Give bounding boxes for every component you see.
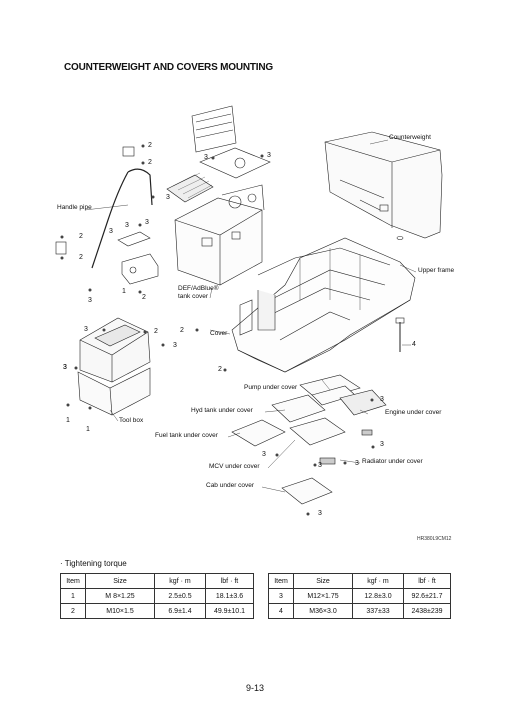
exploded-view-diagram [55,105,443,516]
item-number: 3 [267,152,271,159]
item-number: 3 [88,297,92,304]
callout-cover: Cover [210,330,228,337]
column-header: lbf · ft [403,573,451,589]
item-number: 3 [63,364,67,371]
column-header: Size [85,573,155,589]
item-number: 1 [86,426,90,433]
table-header-row: Item Size kgf · m lbf · ft [60,573,254,589]
table-cell: 337±33 [352,603,404,619]
page-title: COUNTERWEIGHT AND COVERS MOUNTING [64,62,273,73]
callout-mcv-under-cover: MCV under cover [209,463,260,470]
table-cell: 12.8±3.0 [352,588,404,604]
item-number: 2 [142,294,146,301]
table-cell: 6.9±1.4 [154,603,206,619]
callout-handle-pipe: Handle pipe [57,204,92,211]
table-cell: 4 [268,603,294,619]
callout-tool-box: Tool box [119,417,144,424]
callout-engine-under-cover: Engine under cover [385,409,442,416]
table-cell: M36×3.0 [293,603,353,619]
item-number: 2 [79,254,83,261]
item-number: 3 [109,228,113,235]
table-cell: 2.5±0.5 [154,588,206,604]
torque-heading: · Tightening torque [60,559,127,568]
item-number: 4 [412,341,416,348]
table-cell: 2 [60,603,86,619]
column-header: Item [60,573,86,589]
table-cell: 2438±239 [403,603,451,619]
column-header: Item [268,573,294,589]
table-cell: M12×1.75 [293,588,353,604]
callout-fuel-tank-under-cover: Fuel tank under cover [155,432,218,439]
leader-lines [84,139,417,493]
item-number: 3 [318,462,322,469]
callout-upper-frame: Upper frame [418,267,455,274]
table-header-row: Item Size kgf · m lbf · ft [268,573,451,589]
item-number: 1 [122,288,126,295]
callout-def-tank-cover: DEF/AdBlue® tank cover [178,285,219,300]
item-number: 3 [204,154,208,161]
callout-counterweight: Counterweight [389,134,431,141]
item-number: 2 [154,328,158,335]
callout-radiator-under-cover: Radiator under cover [362,458,423,465]
grating-part [166,172,214,203]
brackets-part [117,231,159,285]
table-cell: 49.9±10.1 [205,603,254,619]
callout-cab-under-cover: Cab under cover [206,482,255,489]
column-header: kgf · m [352,573,404,589]
figure-code: HR380L9CM12 [417,536,452,542]
item-number: 3 [125,222,129,229]
table-row: 2 M10×1.5 6.9±1.4 49.9±10.1 [60,603,254,619]
item-number: 3 [145,219,149,226]
table-cell: 3 [268,588,294,604]
table-row: 3 M12×1.75 12.8±3.0 92.6±21.7 [268,588,451,604]
table-row: 1 M 8×1.25 2.5±0.5 18.1±3.6 [60,588,254,604]
table-cell: 92.6±21.7 [403,588,451,604]
tool-box-part [77,317,151,416]
item-number: 3 [262,451,266,458]
callout-pump-under-cover: Pump under cover [244,384,298,391]
item-number: 3 [318,510,322,517]
item-number: 2 [148,142,152,149]
bolt-markers [60,144,375,516]
item-number: 2 [79,233,83,240]
item-number: 3 [84,326,88,333]
item-number: 3 [166,194,170,201]
tank-box-part [174,184,265,286]
column-header: lbf · ft [205,573,254,589]
item-number: 2 [218,366,222,373]
torque-table-right: Item Size kgf · m lbf · ft 3 M12×1.75 12… [268,573,451,619]
counterweight-part [324,131,443,240]
torque-table-left: Item Size kgf · m lbf · ft 1 M 8×1.25 2.… [60,573,254,619]
table-cell: M10×1.5 [85,603,155,619]
item-number: 1 [66,417,70,424]
under-covers-part [231,374,387,505]
table-row: 4 M36×3.0 337±33 2438±239 [268,603,451,619]
item-number: 3 [380,396,384,403]
table-cell: 1 [60,588,86,604]
item-number: 2 [180,327,184,334]
bolt-part [395,317,405,352]
item-number: 3 [380,441,384,448]
handrail-part [191,105,237,153]
table-cell: 18.1±3.6 [205,588,254,604]
page-number: 9-13 [245,683,264,693]
handle-pipe-part [55,146,153,269]
item-number: 3 [63,364,67,371]
item-number: 3 [355,460,359,467]
item-number: 2 [148,159,152,166]
item-number: 3 [173,342,177,349]
top-plate-part [199,147,271,179]
column-header: Size [293,573,353,589]
upper-frame-part [231,237,416,373]
callout-hyd-tank-under-cover: Hyd tank under cover [191,407,253,414]
column-header: kgf · m [154,573,206,589]
table-cell: M 8×1.25 [85,588,155,604]
